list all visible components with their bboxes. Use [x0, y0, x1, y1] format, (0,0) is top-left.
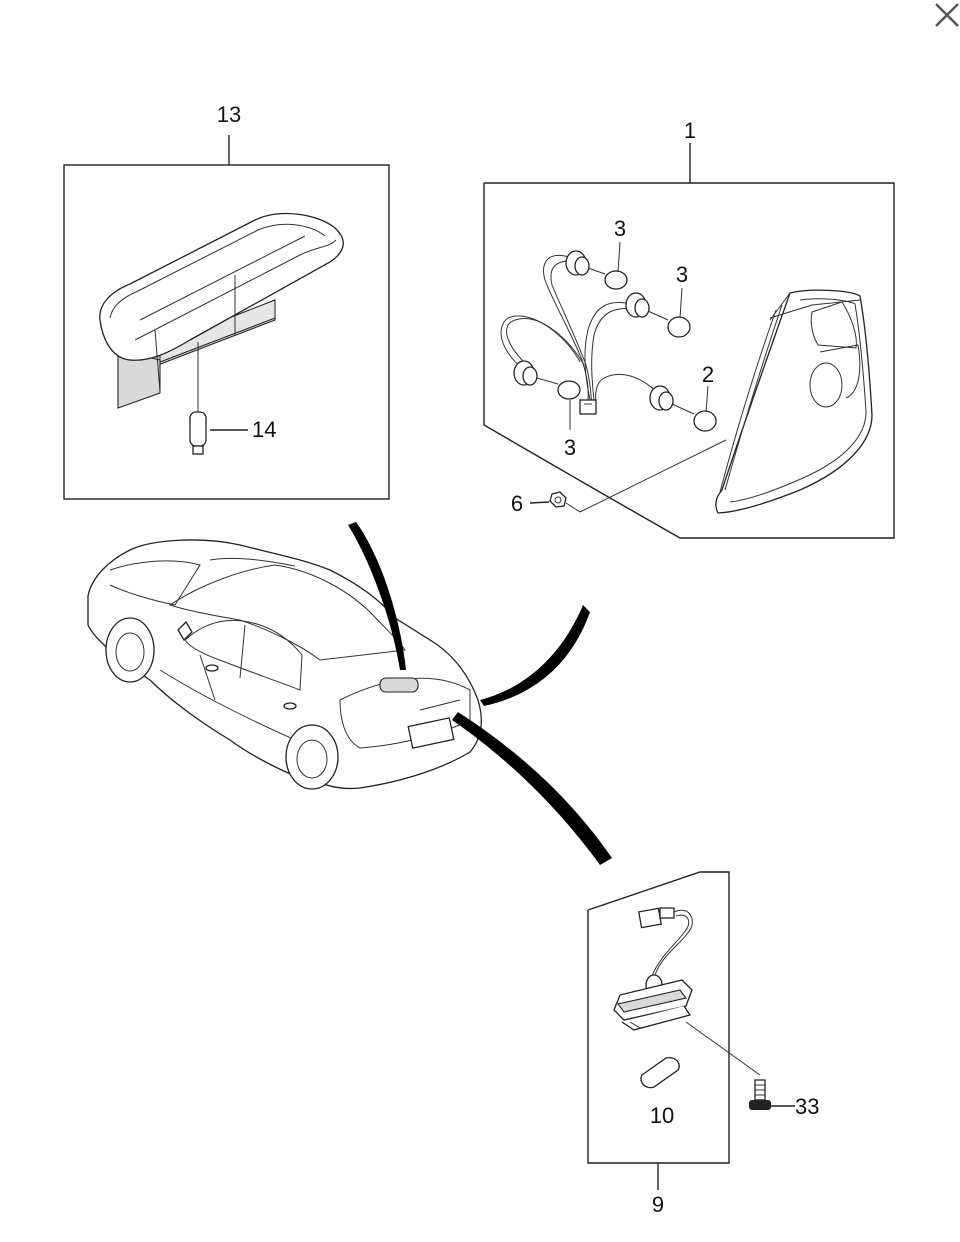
callout-9: 9 [652, 1192, 664, 1217]
socket-bulb-2 [649, 385, 717, 432]
pointer-arrows [348, 522, 612, 865]
callout-10: 10 [650, 1103, 674, 1128]
socket-bulb-3-mid [625, 292, 691, 338]
socket-bulb-3-top [565, 250, 628, 290]
bulb-10 [640, 1057, 680, 1089]
license-lamp-assembly [613, 907, 693, 1031]
bulb-14 [189, 411, 207, 455]
callout-2: 2 [702, 362, 714, 387]
nut-6 [549, 491, 567, 508]
screw-33 [749, 1079, 771, 1110]
tail-lamp-housing [715, 289, 873, 514]
callout-1: 1 [684, 118, 696, 143]
callout-33: 33 [795, 1094, 819, 1119]
rear-lamp-panel: 1 [483, 118, 895, 539]
callout-13: 13 [217, 102, 241, 127]
callout-3-mid: 3 [676, 262, 688, 287]
callout-3-bottom: 3 [564, 435, 576, 460]
wiring-harness [500, 255, 661, 403]
stop-lamp-panel: 13 14 [63, 102, 390, 500]
car-illustration [87, 539, 482, 790]
socket-bulb-3-left [513, 360, 581, 400]
connector [579, 399, 597, 415]
callout-6: 6 [511, 491, 523, 516]
callout-3-top: 3 [614, 216, 626, 241]
high-mount-stop-lamp [99, 212, 344, 409]
close-icon[interactable] [926, 0, 960, 32]
callout-14: 14 [252, 417, 276, 442]
license-lamp-panel: 9 10 [587, 871, 761, 1217]
